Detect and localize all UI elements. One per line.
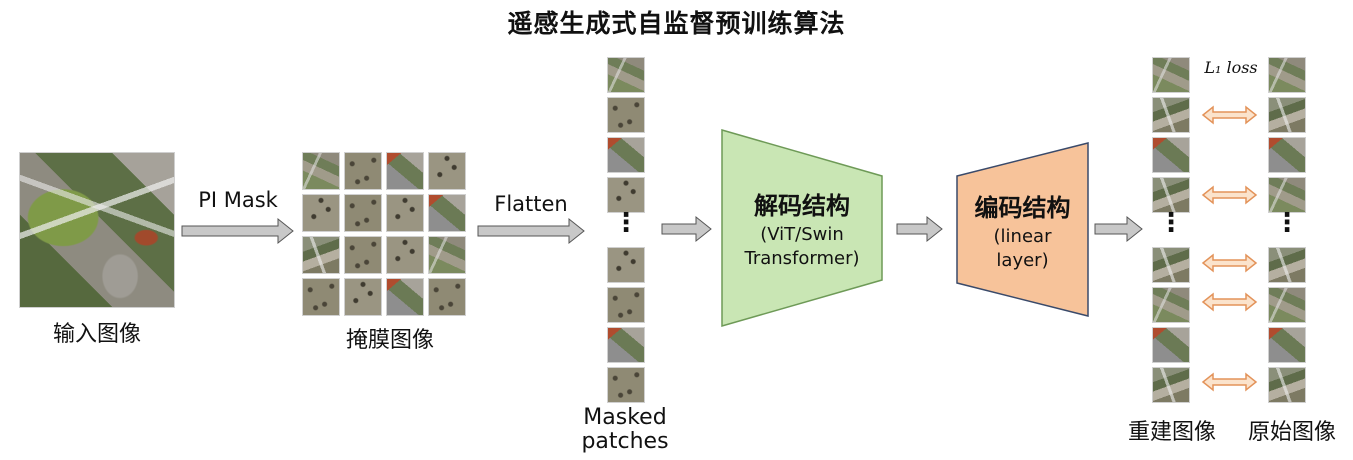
masked-grid-tile bbox=[302, 236, 340, 274]
patch-tile bbox=[607, 287, 645, 323]
loss-double-arrow bbox=[1201, 372, 1258, 392]
masked-grid-tile bbox=[428, 278, 466, 316]
reconstructed-tile bbox=[1152, 247, 1190, 283]
patch-tile bbox=[607, 247, 645, 283]
masked-grid-tile bbox=[428, 236, 466, 274]
original-tile bbox=[1268, 327, 1306, 363]
loss-double-arrow bbox=[1201, 253, 1258, 273]
loss-double-arrow bbox=[1201, 292, 1258, 312]
original-tile bbox=[1268, 57, 1306, 93]
masked-grid-tile bbox=[344, 152, 382, 190]
loss-double-arrow bbox=[1201, 105, 1258, 125]
masked-grid-tile bbox=[344, 236, 382, 274]
reconstructed-tile bbox=[1152, 287, 1190, 323]
pi-mask-label: PI Mask bbox=[198, 188, 278, 212]
masked-grid-tile bbox=[302, 194, 340, 232]
masked-grid-tile bbox=[386, 278, 424, 316]
original-tile bbox=[1268, 177, 1306, 213]
reconstructed-tile bbox=[1152, 327, 1190, 363]
masked-patches-label: Masked patches bbox=[581, 405, 669, 454]
diagram-title: 遥感生成式自监督预训练算法 bbox=[507, 9, 846, 38]
masked-grid-tile bbox=[344, 194, 382, 232]
encoder-text: 编码结构 (linear layer) bbox=[957, 188, 1088, 273]
masked-grid-tile bbox=[344, 278, 382, 316]
original-tile bbox=[1268, 247, 1306, 283]
decoder-title: 解码结构 bbox=[754, 192, 850, 220]
encoder-block bbox=[956, 142, 1089, 317]
decoder-to-encoder-arrow bbox=[896, 215, 943, 243]
patch-tile bbox=[607, 367, 645, 403]
masked-grid-tile bbox=[302, 278, 340, 316]
masked-grid-tile bbox=[386, 152, 424, 190]
reconstructed-tile bbox=[1152, 57, 1190, 93]
patch-tile bbox=[607, 97, 645, 133]
masked-image-grid bbox=[302, 152, 466, 316]
masked-grid-tile bbox=[428, 194, 466, 232]
encoder-title: 编码结构 bbox=[974, 194, 1071, 222]
original-tile bbox=[1268, 367, 1306, 403]
decoder-block bbox=[721, 129, 883, 327]
encoder-to-output-arrow bbox=[1094, 215, 1143, 243]
patch-tile bbox=[607, 177, 645, 213]
patch-tile bbox=[607, 137, 645, 173]
patch-tile bbox=[607, 327, 645, 363]
masked-grid-tile bbox=[386, 236, 424, 274]
loss-double-arrow bbox=[1201, 185, 1258, 205]
patch-tile bbox=[607, 57, 645, 93]
reconstructed-tile bbox=[1152, 367, 1190, 403]
original-tile bbox=[1268, 97, 1306, 133]
loss-double-arrow-group bbox=[1201, 105, 1258, 392]
patches-to-decoder-arrow bbox=[661, 215, 712, 243]
encoder-subtitle: (linear layer) bbox=[993, 226, 1052, 271]
original-tile bbox=[1268, 137, 1306, 173]
decoder-subtitle: (ViT/Swin Transformer) bbox=[744, 224, 860, 269]
reconstructed-tile bbox=[1152, 177, 1190, 213]
pi-mask-arrow bbox=[181, 217, 294, 245]
flatten-label: Flatten bbox=[494, 192, 568, 216]
masked-grid-tile bbox=[302, 152, 340, 190]
l1-loss-label: L₁ loss bbox=[1204, 58, 1258, 77]
decoder-text: 解码结构 (ViT/Swin Transformer) bbox=[722, 186, 882, 271]
reconstructed-tile bbox=[1152, 137, 1190, 173]
masked-grid-tile bbox=[428, 152, 466, 190]
reconstructed-tile bbox=[1152, 97, 1190, 133]
original-image-label: 原始图像 bbox=[1247, 420, 1336, 445]
masked-image-label: 掩膜图像 bbox=[345, 328, 434, 353]
input-image bbox=[19, 152, 175, 308]
input-image-label: 输入图像 bbox=[52, 322, 141, 347]
reconstructed-image-label: 重建图像 bbox=[1127, 420, 1216, 445]
original-patches-column: ⋮ bbox=[1268, 57, 1306, 403]
flatten-arrow bbox=[477, 217, 585, 245]
masked-patches-column: ⋮ bbox=[607, 57, 645, 403]
original-tile bbox=[1268, 287, 1306, 323]
reconstructed-patches-column: ⋮ bbox=[1152, 57, 1190, 403]
masked-grid-tile bbox=[386, 194, 424, 232]
